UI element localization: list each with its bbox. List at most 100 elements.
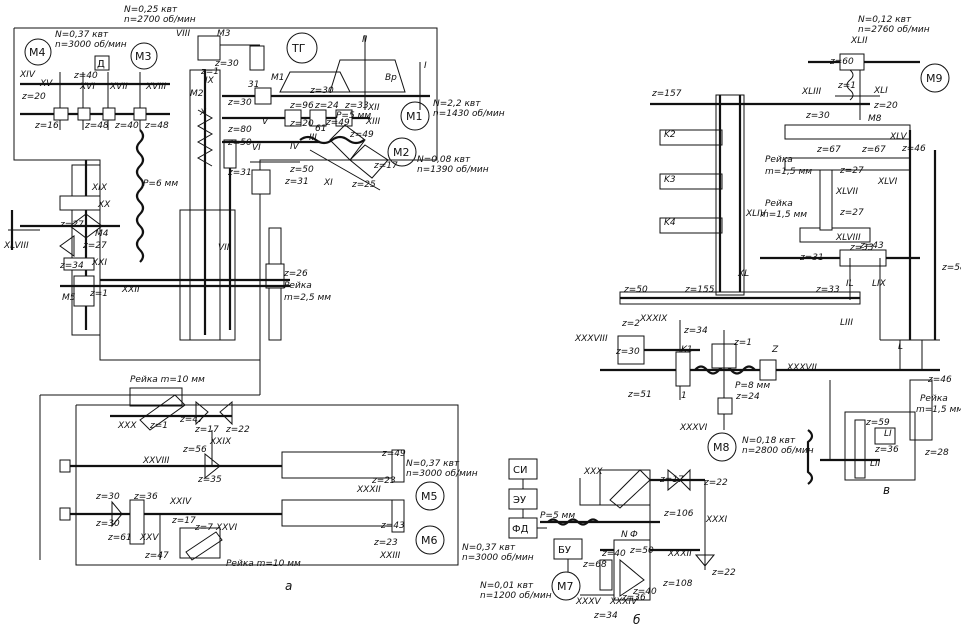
gear-label: z=24 xyxy=(735,392,760,402)
gear-label: z=7 xyxy=(194,523,213,533)
shaft-label: XLVIII xyxy=(3,241,29,251)
gear-label: z=50 xyxy=(623,285,648,295)
gear-label: z=26 xyxy=(283,269,308,279)
gear-label: z=33 xyxy=(344,101,369,111)
motor-m3: M3 xyxy=(130,42,158,70)
m6-rpm: n=3000 об/мин xyxy=(462,553,534,563)
gear-label: z=22 xyxy=(703,478,728,488)
gear-label: P=8 мм xyxy=(735,381,770,391)
shaft-label: XXI xyxy=(91,258,107,268)
m2-spec: N=0,08 квт xyxy=(417,155,471,165)
gear-label: z=59 xyxy=(865,418,890,428)
svg-text:ТГ: ТГ xyxy=(291,42,306,55)
shaft-label: M1 xyxy=(271,73,285,83)
shaft-label: I xyxy=(424,61,427,71)
gear-label: z=68 xyxy=(582,560,607,570)
shaft-label: XLVIII xyxy=(835,233,861,243)
gear-label: z=17 xyxy=(171,516,196,526)
shaft-label: XLI xyxy=(873,86,888,96)
shaft-label: XX xyxy=(97,200,111,210)
motor-m2: M2 xyxy=(387,137,417,167)
shaft-label: XIII xyxy=(365,117,380,127)
gear-label: z=36 xyxy=(621,593,646,603)
gear-label: z=108 xyxy=(662,579,693,589)
shafts-upper-left xyxy=(20,72,170,130)
shaft-label: L xyxy=(898,342,903,352)
shaft-label: XXXIV xyxy=(609,597,638,607)
gear-label: z=56 xyxy=(182,445,207,455)
m4-rpm: n=3000 об/мин xyxy=(55,40,127,50)
m1-spec: N=2,2 квт xyxy=(433,99,481,109)
panel-c-lower xyxy=(600,300,940,485)
shaft-label: IX xyxy=(205,76,215,86)
gear-label: z=47 xyxy=(179,415,204,425)
shaft-label: XXXV xyxy=(575,597,601,607)
m1-rpm: n=1430 об/мин xyxy=(433,109,505,119)
gear-label: z=30 xyxy=(805,111,830,121)
shaft-label: XVIII xyxy=(145,82,167,92)
shaft-label: III xyxy=(309,133,317,143)
svg-text:M9: M9 xyxy=(926,72,943,85)
shaft-label: XXXVI xyxy=(679,423,708,433)
gear-label: z=34 xyxy=(59,261,84,271)
gear-label: z=155 xyxy=(684,285,715,295)
svg-text:Д: Д xyxy=(97,59,105,70)
gear-label: z=24 xyxy=(314,101,339,111)
m8-rpm: n=2800 об/мин xyxy=(742,446,814,456)
shaft-label: II xyxy=(362,35,368,45)
m6-spec: N=0,37 квт xyxy=(462,543,516,553)
m4-spec: N=0,37 квт xyxy=(55,30,109,40)
block-si: СИ xyxy=(508,458,538,480)
gear-label: z=22 xyxy=(711,568,736,578)
gear-label: z=47 xyxy=(144,551,169,561)
gear-label: z=20 xyxy=(873,101,898,111)
motor-m9: M9 xyxy=(920,63,950,93)
gear-label: P=6 мм xyxy=(143,179,178,189)
gear-label: z=50 xyxy=(227,138,252,148)
shaft-label: XXVIII xyxy=(142,456,170,466)
gear-label: z=36 xyxy=(874,445,899,455)
d-box: Д xyxy=(94,55,110,71)
panel-a-label: а xyxy=(285,579,292,593)
panel-c-main xyxy=(619,94,920,305)
gear-label: z=28 xyxy=(924,448,949,458)
gear-label: z=33 xyxy=(849,243,874,253)
motor-m7: M7 xyxy=(551,571,581,601)
shaft-label: XLVI xyxy=(877,177,898,187)
gear-label: z=27 xyxy=(82,241,107,251)
arrows-b xyxy=(522,479,569,572)
svg-text:M1: M1 xyxy=(406,110,423,123)
gear-label: z=50 xyxy=(629,546,654,556)
m3-spec: N=0,25 квт xyxy=(124,5,178,15)
gear-label: z=60 xyxy=(829,57,854,67)
gear-label: z=67 xyxy=(861,145,886,155)
gear-label: z=31 xyxy=(227,168,252,178)
gear-label: Рейка m=10 мм xyxy=(226,559,301,569)
motor-m5: M5 xyxy=(415,481,445,511)
gear-label: z=30 xyxy=(615,347,640,357)
gear-label: N xyxy=(621,530,628,540)
shaft-label: LIII xyxy=(840,318,853,328)
shaft-label: XXIV xyxy=(169,497,192,507)
svg-text:M7: M7 xyxy=(557,580,574,593)
tachogenerator: ТГ xyxy=(286,32,318,64)
gear-label: P=5 мм xyxy=(336,111,371,121)
gear-label: Вр xyxy=(385,73,397,83)
gearbox-shafts xyxy=(197,35,430,191)
panel-b-frame xyxy=(540,468,716,601)
shaft-label: XXV xyxy=(139,533,159,543)
shaft-label: XLIII xyxy=(801,87,821,97)
lead-screw-p6 xyxy=(135,129,145,263)
gear-label: z=1 xyxy=(733,338,752,348)
shaft-label: XII xyxy=(367,103,380,113)
gear-label: m=1,5 мм xyxy=(916,405,961,415)
gear-label: z=2 xyxy=(621,319,640,329)
svg-text:M3: M3 xyxy=(135,50,152,63)
shaft-label: VII xyxy=(218,243,230,253)
gear-label: z=49 xyxy=(325,118,350,128)
gear-label: z=30 xyxy=(309,86,334,96)
gear-label: z=34 xyxy=(683,326,708,336)
gear-label: z=61 xyxy=(107,533,132,543)
